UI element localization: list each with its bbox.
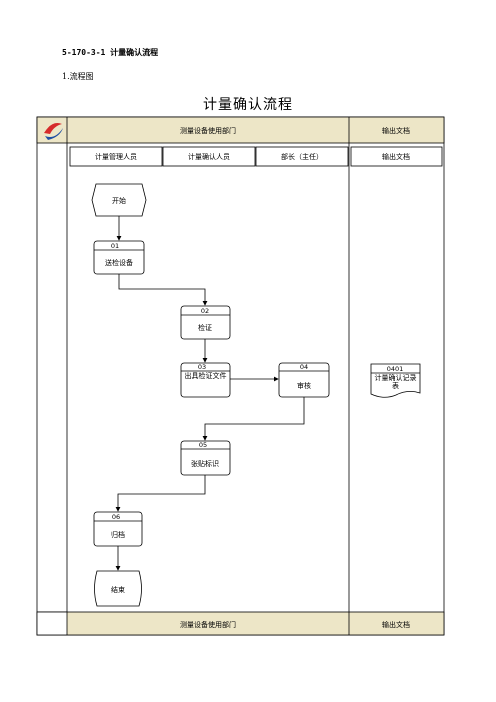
- header-row: [36, 116, 445, 144]
- role-box-output-docs: [350, 146, 443, 167]
- section-title: 1.流程图: [62, 72, 94, 81]
- step-05-number: 05: [199, 441, 207, 449]
- document-heading: 5-170-3-1 计量确认流程: [62, 48, 159, 57]
- end-node: [94, 570, 142, 607]
- role-metrology-manager: 计量管理人员: [95, 152, 137, 161]
- header-department: 测量设备使用部门: [180, 126, 236, 135]
- role-director: 部长（主任）: [281, 152, 323, 161]
- document-output-number: 0401: [387, 365, 404, 373]
- step-05-label: 张贴标识: [191, 459, 219, 468]
- step-05-box: [180, 440, 231, 476]
- step-06-number: 06: [112, 513, 120, 521]
- step-01-number: 01: [111, 242, 119, 250]
- role-confirmation-staff: 计量确认人员: [188, 152, 230, 161]
- document-output-0401: [370, 363, 421, 398]
- step-04-number: 04: [300, 363, 308, 371]
- company-logo: [38, 118, 66, 142]
- step-03-label: 出具检证文件: [184, 372, 227, 380]
- step-02-number: 02: [201, 307, 209, 315]
- step-03-box: [180, 362, 231, 398]
- start-node: [91, 183, 147, 217]
- roles-output-docs: 输出文档: [382, 152, 410, 161]
- start-label: 开始: [112, 196, 126, 205]
- step-06-label: 归档: [111, 530, 125, 539]
- footer-department: 测量设备使用部门: [180, 620, 236, 629]
- document-output-label: 计量确认记录表: [374, 374, 417, 390]
- role-box-metrology-manager: [69, 146, 163, 167]
- end-label: 结束: [111, 585, 125, 594]
- step-03-number: 03: [198, 363, 206, 371]
- role-box-director: [255, 146, 349, 167]
- flowchart-title: 计量确认流程: [203, 97, 293, 113]
- header-output-docs: 输出文档: [382, 126, 410, 135]
- step-02-box: [180, 305, 231, 340]
- footer-output-docs: 输出文档: [382, 620, 410, 629]
- step-02-label: 检证: [198, 323, 212, 332]
- step-04-label: 审核: [297, 381, 311, 390]
- role-box-confirmation-staff: [162, 146, 256, 167]
- step-01-label: 送检设备: [105, 258, 133, 267]
